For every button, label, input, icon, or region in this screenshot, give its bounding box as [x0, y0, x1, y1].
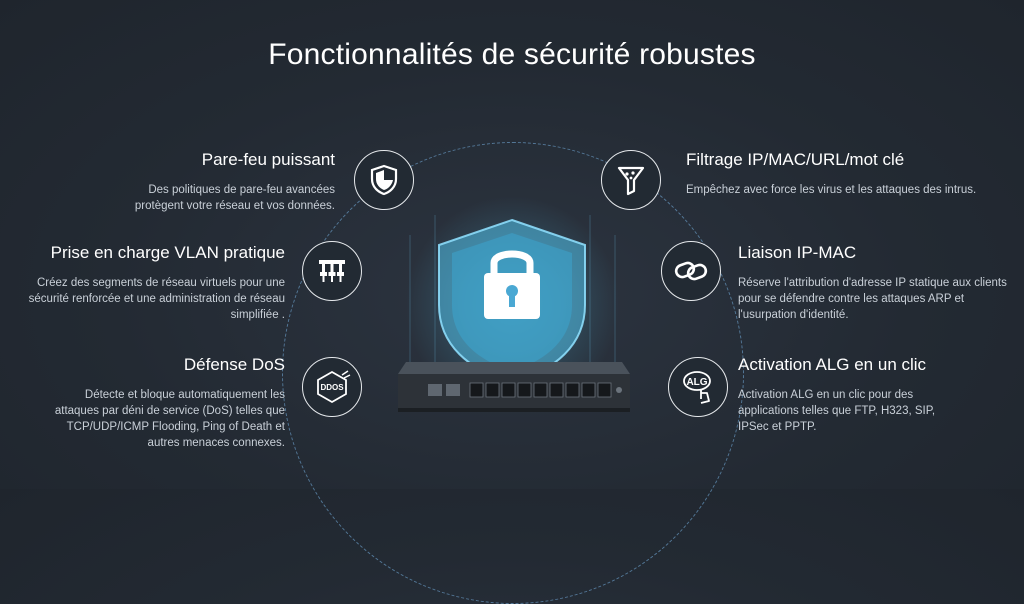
feature-vlan: Prise en charge VLAN pratique Créez des … [0, 243, 285, 323]
feature-description: Réserve l'attribution d'adresse IP stati… [738, 277, 1007, 321]
feature-title: Liaison IP-MAC [738, 243, 857, 262]
feature-title: Prise en charge VLAN pratique [50, 243, 285, 262]
filter-funnel-icon [601, 150, 661, 210]
feature-ipmac: Liaison IP-MAC Réserve l'attribution d'a… [738, 243, 1008, 323]
feature-alg: Activation ALG en un clic Activation ALG… [738, 355, 1008, 435]
feature-title: Pare-feu puissant [201, 150, 335, 169]
shield-icon [354, 150, 414, 210]
page-title: Fonctionnalités de sécurité robustes [268, 38, 756, 71]
lock-icon [484, 250, 540, 319]
network-topology-icon [302, 241, 362, 301]
feature-title: Filtrage IP/MAC/URL/mot clé [686, 150, 905, 169]
security-illustration [380, 195, 645, 435]
chain-link-icon [661, 241, 721, 301]
feature-firewall: Pare-feu puissant Des politiques de pare… [0, 150, 335, 214]
alg-label: ALG [686, 377, 707, 388]
feature-description: Détecte et bloque automatiquement les at… [54, 389, 285, 449]
feature-description: Empêchez avec force les virus et les att… [686, 184, 977, 196]
router-device [398, 352, 630, 414]
feature-description: Activation ALG en un clic pour des appli… [738, 389, 936, 433]
feature-dos: Défense DoS Détecte et bloque automatiqu… [0, 355, 285, 451]
feature-filtering: Filtrage IP/MAC/URL/mot clé Empêchez ave… [686, 150, 1016, 198]
feature-description: Créez des segments de réseau virtuels po… [28, 277, 285, 321]
ddos-label: DDOS [320, 383, 344, 392]
alg-touch-icon: ALG [668, 357, 728, 417]
feature-title: Activation ALG en un clic [738, 355, 927, 374]
feature-title: Défense DoS [183, 355, 285, 374]
feature-description: Des politiques de pare-feu avancées prot… [134, 184, 335, 212]
ddos-icon: DDOS [302, 357, 362, 417]
